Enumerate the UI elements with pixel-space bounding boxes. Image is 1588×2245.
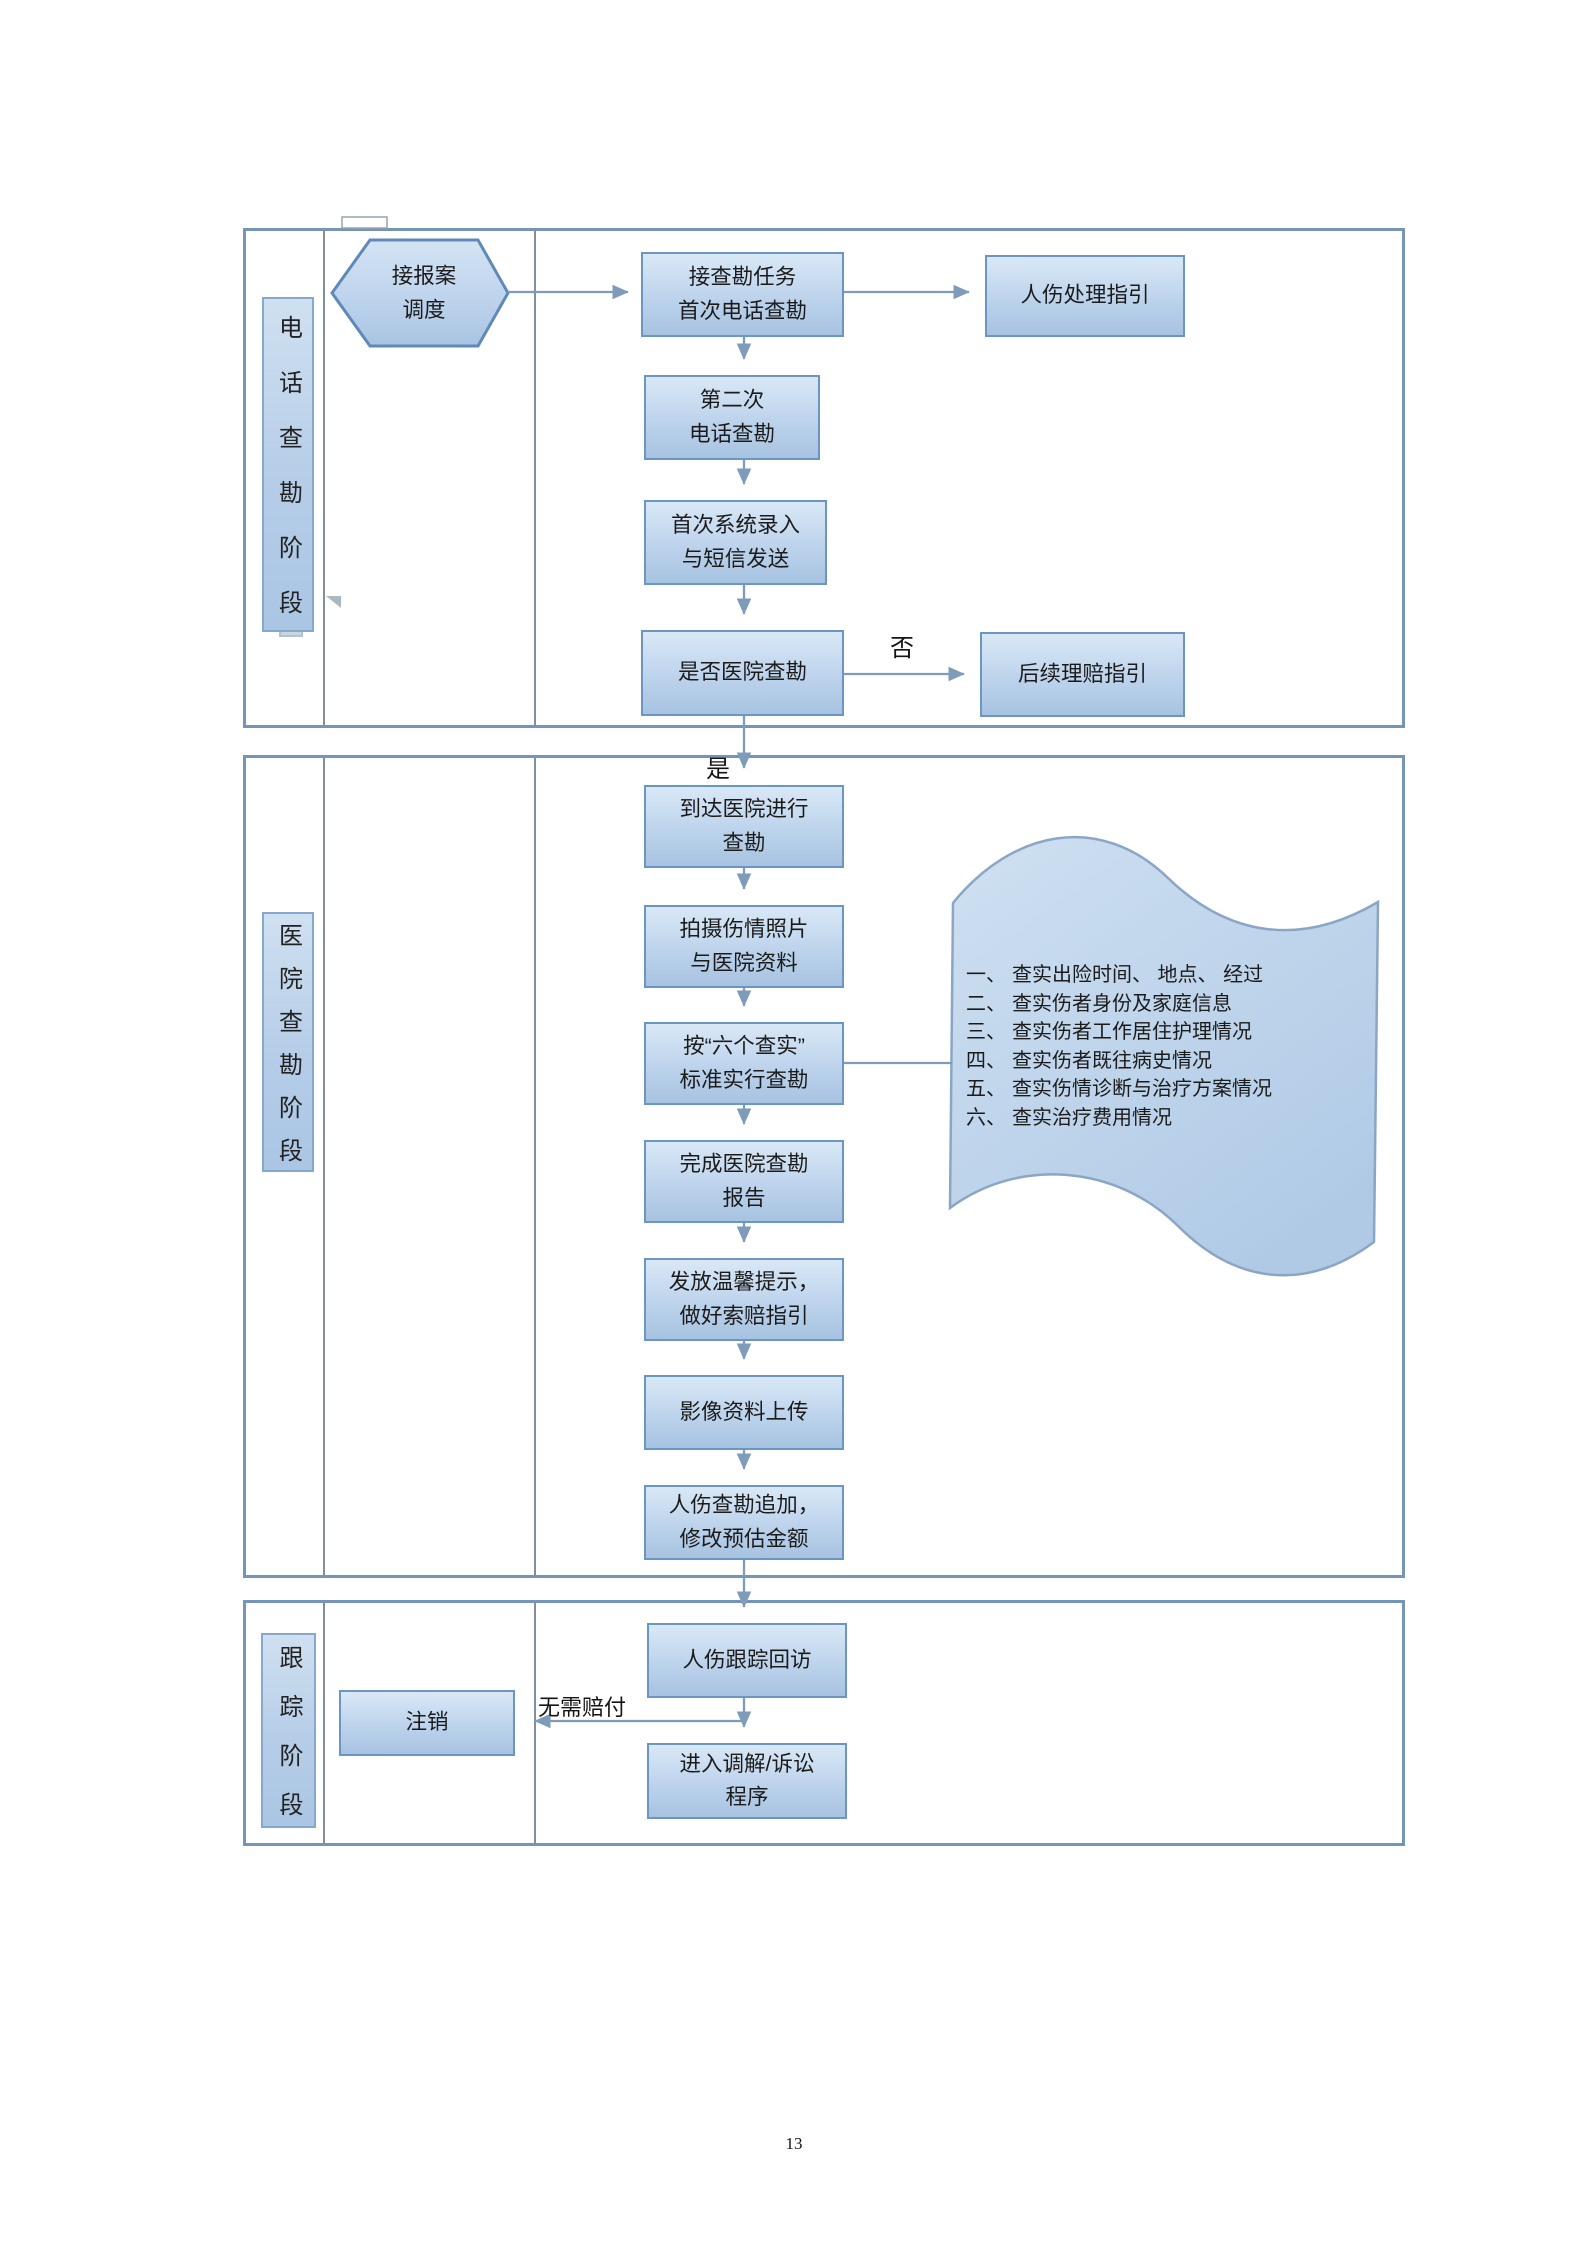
node-issue-tips-claim-guide: 发放温馨提示， 做好索赔指引 — [644, 1258, 844, 1341]
lane-divider — [534, 231, 536, 725]
node-receive-survey-task-first-phone-survey: 接查勘任务 首次电话查勘 — [641, 252, 844, 337]
note-item-text: 查实伤情诊断与治疗方案情况 — [1012, 1078, 1272, 1100]
node-line: 是否医院查勘 — [677, 660, 807, 685]
lane-divider — [534, 758, 536, 1575]
node-injury-tracking-visit: 人伤跟踪回访 — [647, 1623, 847, 1698]
note-item-number: 五、 — [966, 1078, 1006, 1100]
note-item-text: 查实伤者既往病史情况 — [1012, 1049, 1212, 1072]
node-line: 进入调解/诉讼 — [679, 1751, 815, 1776]
note-item: 三、 查实伤者工作居住护理情况 — [966, 1018, 1376, 1047]
note-item-text: 查实出险时间、 地点、 经过 — [1012, 964, 1264, 986]
note-item-number: 二、 — [966, 992, 1006, 1015]
node-line: 查勘 — [722, 830, 766, 855]
node-receive-report-dispatch: 接报案 调度 — [340, 250, 508, 336]
node-line: 与医院资料 — [690, 950, 798, 975]
node-cancel-case: 注销 — [339, 1690, 515, 1756]
page-number: 13 — [785, 2134, 803, 2153]
section-hospital-survey-phase — [243, 755, 1405, 1578]
lane-label-text: 电话查勘阶段 — [274, 315, 302, 645]
node-additional-survey-revise-estimate: 人伤查勘追加， 修改预估金额 — [644, 1485, 844, 1560]
node-line: 注销 — [405, 1710, 449, 1735]
node-line: 人伤跟踪回访 — [682, 1647, 812, 1672]
lane-divider — [323, 231, 325, 725]
lane-label-tracking-phase: 跟踪阶段 — [261, 1633, 316, 1841]
node-first-system-entry-sms: 首次系统录入 与短信发送 — [644, 500, 827, 585]
lane-label-text: 医院查勘阶段 — [274, 922, 302, 1181]
node-line: 首次系统录入 — [670, 513, 800, 538]
lane-divider — [534, 1603, 536, 1843]
note-item: 四、 查实伤者既往病史情况 — [966, 1047, 1376, 1076]
node-take-injury-photos: 拍摄伤情照片 与医院资料 — [644, 905, 844, 988]
section-tracking-phase — [243, 1600, 1405, 1846]
node-complete-hospital-survey-report: 完成医院查勘 报告 — [644, 1140, 844, 1223]
node-line: 后续理赔指引 — [1017, 661, 1147, 686]
node-line: 第二次 — [699, 388, 765, 413]
note-item-text: 查实伤者身份及家庭信息 — [1012, 992, 1232, 1015]
node-upload-image-materials: 影像资料上传 — [644, 1375, 844, 1450]
note-item: 二、 查实伤者身份及家庭信息 — [966, 990, 1376, 1019]
node-line: 修改预估金额 — [679, 1526, 809, 1551]
node-line: 接查勘任务 — [688, 265, 797, 290]
node-hospital-survey-decision: 是否医院查勘 — [641, 630, 844, 716]
note-item: 五、 查实伤情诊断与治疗方案情况 — [966, 1075, 1376, 1104]
note-item: 一、 查实出险时间、 地点、 经过 — [966, 961, 1376, 990]
node-line: 与短信发送 — [681, 546, 790, 571]
section-phone-survey-phase — [243, 228, 1405, 728]
node-arrive-hospital-survey: 到达医院进行 查勘 — [644, 785, 844, 868]
note-item-number: 三、 — [966, 1021, 1006, 1043]
node-six-verifications-standard: 按“六个查实” 标准实行查勘 — [644, 1022, 844, 1105]
note-item-number: 四、 — [966, 1049, 1006, 1072]
lane-divider — [323, 758, 325, 1575]
lane-label-hospital-survey-phase: 医院查勘阶段 — [262, 912, 314, 1181]
wave-note: 一、 查实出险时间、 地点、 经过 二、 查实伤者身份及家庭信息 三、 查实伤者… — [966, 961, 1376, 1132]
edge-label-no-compensation: 无需赔付 — [537, 1695, 626, 1720]
node-injury-handling-guide: 人伤处理指引 — [985, 255, 1185, 337]
node-line: 标准实行查勘 — [679, 1067, 809, 1092]
node-line: 发放温馨提示， — [668, 1270, 820, 1295]
node-line: 接报案 — [391, 263, 457, 288]
edge-label-no: 否 — [890, 635, 914, 662]
edge-label-yes: 是 — [706, 756, 730, 783]
note-item-number: 一、 — [966, 964, 1006, 986]
node-line: 调度 — [402, 298, 446, 322]
node-line: 到达医院进行 — [679, 797, 809, 822]
note-item-text: 查实治疗费用情况 — [1012, 1106, 1172, 1129]
node-line: 影像资料上传 — [679, 1399, 809, 1424]
lane-divider — [323, 1603, 325, 1843]
note-item: 六、 查实治疗费用情况 — [966, 1104, 1376, 1133]
node-line: 做好索赔指引 — [679, 1303, 809, 1328]
node-enter-mediation-litigation: 进入调解/诉讼 程序 — [647, 1743, 847, 1819]
node-line: 首次电话查勘 — [677, 298, 807, 323]
node-line: 完成医院查勘 — [679, 1152, 809, 1177]
lane-label-text: 跟踪阶段 — [275, 1645, 302, 1841]
node-line: 人伤处理指引 — [1020, 283, 1150, 308]
node-followup-claim-guide: 后续理赔指引 — [980, 632, 1185, 717]
border-tab-artifact — [341, 216, 388, 229]
note-item-number: 六、 — [966, 1106, 1006, 1129]
node-line: 报告 — [722, 1185, 766, 1210]
node-line: 电话查勘 — [688, 421, 775, 446]
note-item-text: 查实伤者工作居住护理情况 — [1012, 1021, 1252, 1043]
lane-label-phone-survey-phase: 电话查勘阶段 — [262, 297, 314, 645]
node-line: 程序 — [725, 1785, 769, 1809]
node-line: 拍摄伤情照片 — [679, 917, 809, 942]
node-line: 人伤查勘追加， — [668, 1493, 820, 1518]
node-line: 按“六个查实” — [683, 1034, 805, 1059]
node-second-phone-survey: 第二次 电话查勘 — [644, 375, 820, 460]
